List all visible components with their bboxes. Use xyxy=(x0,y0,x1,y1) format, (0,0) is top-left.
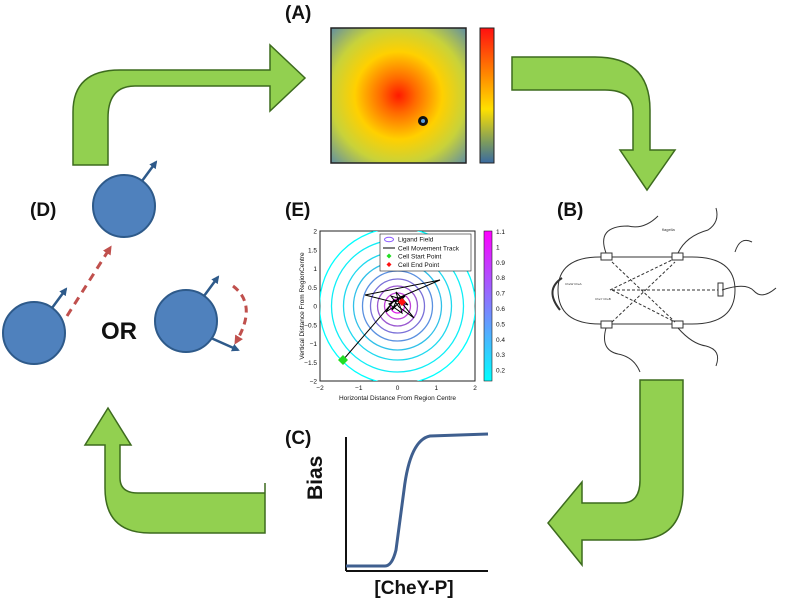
e-colorbar xyxy=(483,230,493,382)
cell-d-bottom-right xyxy=(154,289,218,353)
e-cbar-tick: 0.2 xyxy=(496,368,505,375)
e-cbar-tick: 1 xyxy=(496,244,500,251)
e-cbar-tick: 0.4 xyxy=(496,337,505,344)
svg-text:CheW CheA: CheW CheA xyxy=(565,282,582,286)
e-ytick: 1.5 xyxy=(308,247,317,254)
green-arrow-bottom-left xyxy=(83,406,266,534)
heatmap-colorbar xyxy=(479,27,495,164)
e-ytick: −1 xyxy=(310,341,318,348)
bacterium-schematic: flagella CheW CheA CheY CheB xyxy=(551,207,777,373)
e-ylabel: Vertical Distance From RegionCentre xyxy=(299,252,306,360)
legend-start-point: Cell Start Point xyxy=(398,254,442,261)
e-xtick: 1 xyxy=(434,385,438,392)
panel-e-plot: Ligand Field Cell Movement Track Cell St… xyxy=(299,229,505,403)
legend-movement-track: Cell Movement Track xyxy=(398,246,460,253)
e-cbar-tick: 0.9 xyxy=(496,260,505,267)
bias-curve xyxy=(346,432,489,568)
legend-ligand-field: Ligand Field xyxy=(398,237,434,244)
e-xtick: 0 xyxy=(396,385,400,392)
cell-start-point xyxy=(338,355,348,365)
e-xlabel: Horizontal Distance From Region Centre xyxy=(339,395,456,402)
tumble-dashed-arrow xyxy=(232,284,248,345)
panel-e-label: (E) xyxy=(285,200,311,221)
e-ytick: 0.5 xyxy=(308,285,317,292)
e-cbar-tick: 0.6 xyxy=(496,306,505,313)
e-ytick: 1 xyxy=(313,266,317,273)
panel-c-label: (C) xyxy=(285,428,312,449)
green-arrow-top-left xyxy=(72,43,307,166)
e-cbar-tick: 0.8 xyxy=(496,275,505,282)
e-ytick: −2 xyxy=(310,379,318,386)
panel-b-label: (B) xyxy=(557,200,584,221)
e-xtick: −1 xyxy=(355,385,363,392)
or-text: OR xyxy=(101,318,137,345)
cell-d-top xyxy=(92,174,156,238)
e-cbar-tick: 0.3 xyxy=(496,352,505,359)
e-ytick: 2 xyxy=(313,229,317,236)
legend-end-point: Cell End Point xyxy=(398,262,439,269)
cell-end-point xyxy=(398,298,406,306)
panel-a-label: (A) xyxy=(285,3,312,24)
e-cbar-tick: 0.7 xyxy=(496,291,505,298)
e-xtick: −2 xyxy=(316,385,324,392)
e-ytick: −0.5 xyxy=(304,322,317,329)
panel-d-label: (D) xyxy=(30,200,57,221)
e-ytick: 0 xyxy=(313,304,317,311)
cell-d-bottom-left xyxy=(2,301,66,365)
svg-text:flagella: flagella xyxy=(662,227,675,232)
svg-text:CheY CheB: CheY CheB xyxy=(595,297,611,301)
ligand-heatmap xyxy=(330,27,467,164)
c-xlabel: [CheY-P] xyxy=(374,578,454,599)
green-arrow-top-right xyxy=(511,56,677,192)
run-dashed-arrow xyxy=(65,245,112,317)
e-cbar-tick: 1.1 xyxy=(496,229,505,236)
green-arrow-bottom-right xyxy=(547,379,684,568)
e-cbar-tick: 0.5 xyxy=(496,321,505,328)
e-xtick: 2 xyxy=(473,385,477,392)
e-ytick: −1.5 xyxy=(304,360,317,367)
